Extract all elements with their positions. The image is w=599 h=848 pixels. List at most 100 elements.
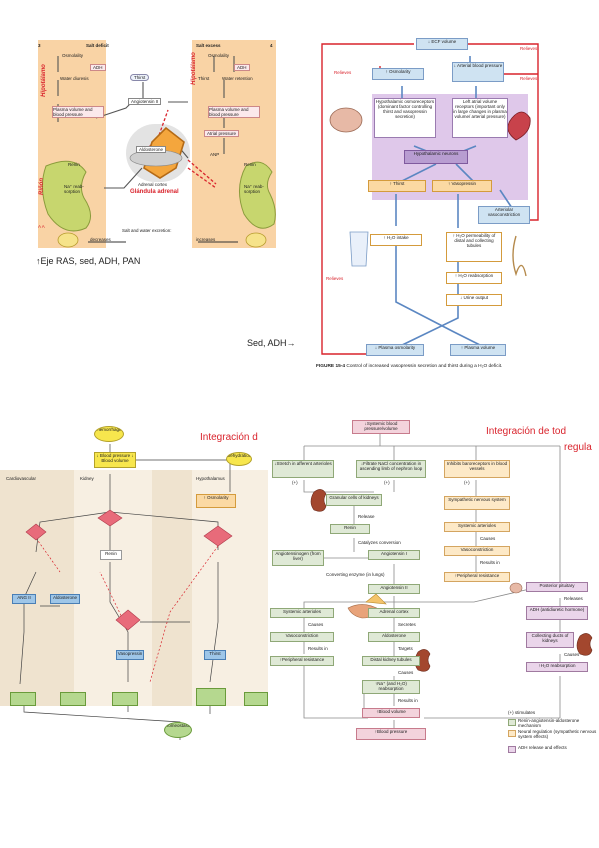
relieves-top-right: Relieves (520, 46, 538, 51)
plasma-osmolarity-box: ↓ Plasma osmolarity (366, 344, 424, 356)
converting-label: Converting enzyme (in lungs) (326, 572, 385, 577)
plus-1: (+) (292, 480, 298, 485)
granular-box: Granular cells of kidneys (326, 494, 382, 506)
osmolality-right: Osmolality (208, 53, 230, 58)
kidney-left-shape (42, 160, 91, 232)
renin-box: Renin (330, 524, 370, 534)
water-diuresis: Water diuresis (60, 76, 89, 81)
catalyzes-label: Catalyzes conversion (358, 540, 401, 545)
top-blood-pressure-box: ↓Systemic blood pressure/volume (352, 420, 410, 434)
adrenal-cortex-box: Adrenal cortex (368, 608, 420, 618)
plasma-volume-box: ↑ Plasma volume (450, 344, 506, 356)
posterior-pituitary-box: Posterior pituitary (526, 582, 588, 592)
integration-title-overlay-2b: regula (564, 442, 592, 453)
legend-item-1: Renin-angiotensin-aldosterone mechanism (518, 718, 580, 728)
legend-swatch-3 (508, 746, 516, 753)
filtrate-box: ↓Filtrate NaCl concentration in ascendin… (356, 460, 426, 478)
causes-distal: Causes (398, 670, 414, 675)
caption-eje-ras: ↑Eje RAS, sed, ADH, PAN (36, 256, 141, 266)
adh-left-box: ADH (90, 64, 106, 71)
side-label-hipotalamo-right: Hipotálamo (190, 52, 197, 85)
angiotensin1-box: Angiotensin I (368, 550, 420, 560)
hypothalamic-neurons-box: Hypothalamic neurons (404, 150, 468, 164)
caption-sed-adh: Sed, ADH→ (247, 338, 296, 348)
panel-right-title: Salt excess (196, 43, 221, 48)
sympathetic-box: Sympathetic nervous system (444, 496, 510, 510)
legend-item-2: Neural regulation (sympathetic nervous s… (518, 729, 597, 739)
vasopressin-box: ↑ Vasopressin (432, 180, 492, 192)
legend-swatch-1 (508, 719, 516, 726)
node-homeostasis: Homeostasis (164, 722, 192, 738)
causes-left: Causes (308, 622, 324, 627)
col-hypothalamus: Hypothalamus (196, 476, 225, 481)
results-distal: Results in (398, 698, 418, 703)
hypothalamic-osmoreceptors-box: Hypothalamic osmoreceptors (dominant fac… (374, 98, 436, 138)
output-node-1 (10, 692, 36, 706)
salt-excretion-label: Salt and water excretion: (122, 228, 172, 233)
figure-caption-text: Control of increased vasopressin secreti… (346, 364, 503, 369)
atrial-pressure: Atrial pressure (204, 130, 240, 137)
node-renin: Renin (100, 550, 122, 560)
distal-tubules-box: Distal kidney tubules (362, 656, 420, 666)
increases-label: increases (196, 237, 216, 242)
renin-left: Renin (68, 162, 80, 167)
col-cardiovascular: Cardiovascular (6, 476, 37, 481)
relieves-mid-right: Relieves (520, 76, 538, 81)
plus-3: (+) (464, 480, 470, 485)
output-node-3 (112, 692, 138, 706)
node-ang2: ANG II (12, 594, 36, 604)
figure-integration-flow: Integración d Hemorrhage Dehydration ↓ B… (0, 422, 272, 752)
legend-title: (+) stimulates (508, 710, 536, 715)
figure-caption-bold: FIGURE 15-4 (316, 364, 346, 369)
h2o-intake-box: ↑ H₂O intake (370, 234, 422, 246)
collecting-box: Collecting ducts of kidneys (526, 632, 574, 648)
h2o-permeability-box: ↑ H₂O permeability of distal and collect… (446, 232, 502, 262)
plus-2: (+) (384, 480, 390, 485)
sys-arterioles-right-box: Systemic arterioles (444, 522, 510, 532)
arterial-bp-box: ↓ Arterial blood pressure (452, 62, 504, 82)
osmolarity-box: ↑ Osmolarity (372, 68, 424, 80)
targets-label: Targets (398, 646, 413, 651)
secretes-label: Secretes (398, 622, 416, 627)
release-label: Release (358, 514, 375, 519)
na-reabs-right: Na⁺ reab-sorption (244, 184, 264, 194)
baroreceptor-box: Inhibits baroreceptors in blood vessels (444, 460, 510, 478)
legend-swatch-2 (508, 730, 516, 737)
node-bp-volume: ↓ Blood pressure ↓ Blood volume (94, 452, 136, 468)
blood-volume-box: ↑Blood volume (362, 708, 420, 718)
plasma-left: Plasma volume and blood pressure (52, 106, 104, 118)
renin-right: Renin (244, 162, 256, 167)
relieves-mid-left: Relieves (326, 276, 344, 281)
aldosterone-center: Aldosterone (136, 146, 167, 153)
relieves-top-left: Relieves (334, 70, 352, 75)
side-label-hipotalamo-left: Hipotálamo (40, 64, 47, 97)
glandula-adrenal: Glándula adrenal (130, 189, 179, 195)
left-atrial-receptors-box: Left atrial volume receptors (important … (452, 98, 508, 138)
aa-label: A A (38, 224, 45, 229)
anp-label: ANP (210, 152, 220, 157)
thirst-center: Thirst (130, 74, 150, 81)
figure-salt-balance: 3 Salt deficit Salt excess 4 Hipotálamo … (38, 38, 278, 254)
col-kidney: Kidney (80, 476, 94, 481)
node-thirst: Thirst (204, 650, 226, 660)
kidney-right-shape (239, 161, 276, 229)
node-osmolarity: ↑ Osmolarity (196, 494, 236, 508)
output-node-5 (244, 692, 268, 706)
arteriolar-box: Arteriolar vasoconstriction (478, 206, 530, 224)
node-hemorrhage: Hemorrhage (94, 426, 124, 442)
causes-collecting: Causes (564, 652, 580, 657)
water-retention: Water retention (222, 76, 253, 81)
figure1-lines (42, 56, 276, 248)
integration-title-overlay-2: Integración de tod (486, 426, 567, 437)
node-vasopressin: Vasopressin (116, 650, 144, 660)
stretch-box: ↓Stretch in afferent arterioles (272, 460, 334, 478)
output-node-2 (60, 692, 86, 706)
adh-right-box: ADH (234, 64, 250, 71)
causes-right: Causes (480, 536, 496, 541)
angiotensin-center: Angiotensin II (128, 98, 162, 105)
vaso-right-box: Vasoconstriction (444, 546, 510, 556)
na-reabs-left: Na⁺ reab-sorption (64, 184, 84, 194)
ecf-volume-box: ↓ ECF volume (416, 38, 468, 50)
results-left: Results in (308, 646, 328, 651)
panel-right-num: 4 (270, 43, 273, 48)
